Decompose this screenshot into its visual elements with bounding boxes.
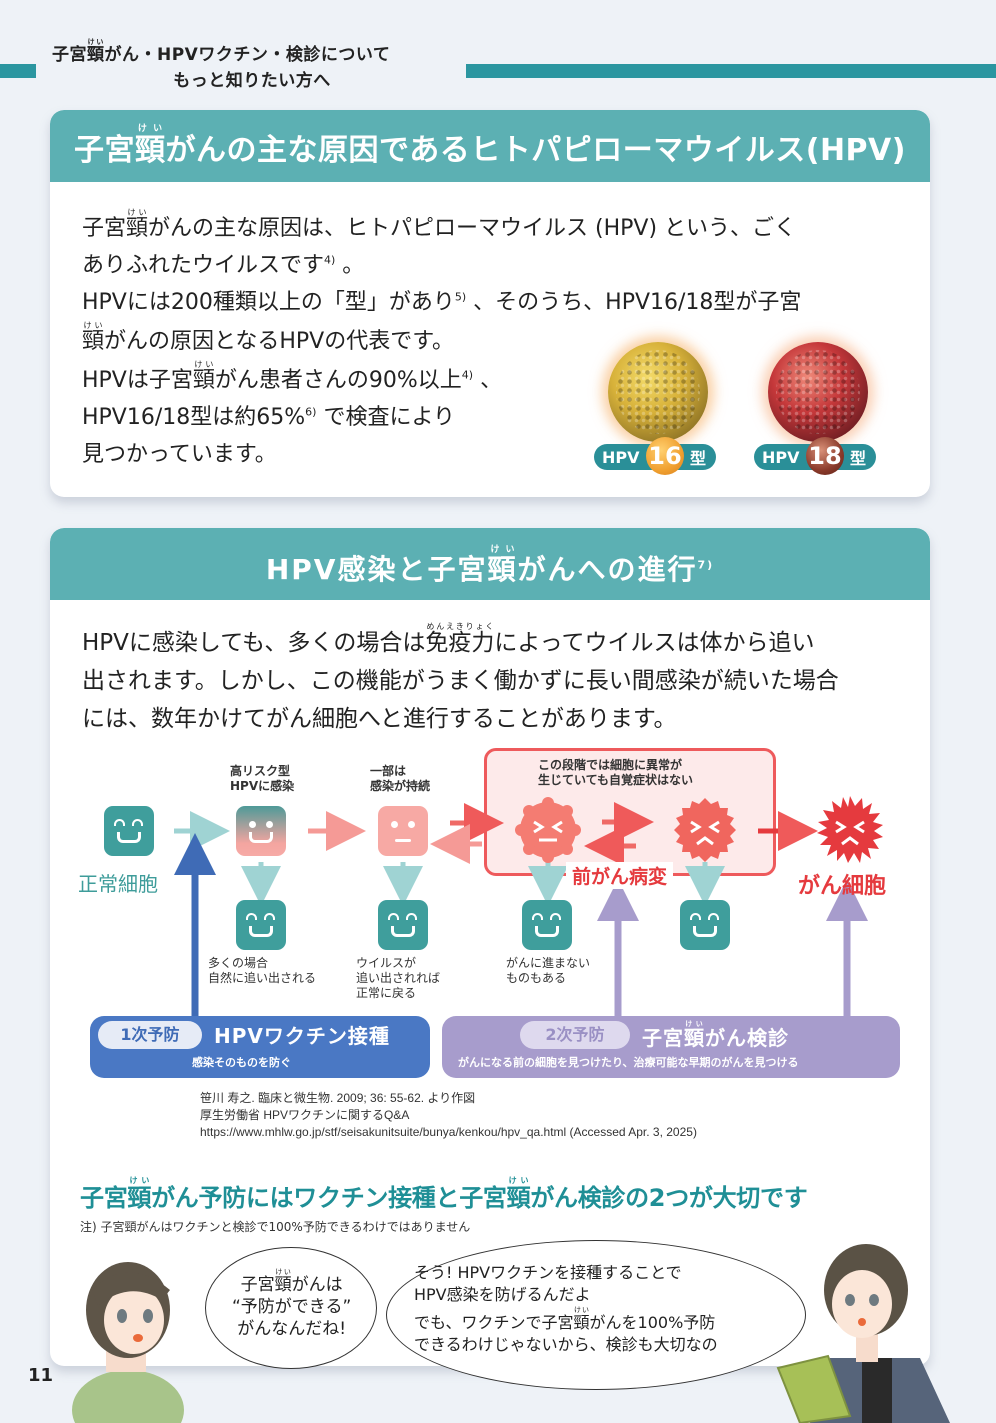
page-header-subtitle: もっと知りたい方へ xyxy=(173,71,331,91)
normal-cell-icon xyxy=(104,806,154,856)
recovered-cell-icon-1 xyxy=(236,900,286,950)
precancer-note: この段階では細胞に異常が 生じていても自覚症状はない xyxy=(538,758,694,787)
takeaway-heading: 子宮頸けいがん予防にはワクチン接種と子宮頸けいがん検診の2つが大切です xyxy=(80,1176,808,1212)
header-accent-bar-right xyxy=(466,64,996,78)
outcome-1-label: 多くの場合 自然に追い出される xyxy=(208,956,317,985)
outcome-3-label: がんに進まない ものもある xyxy=(506,956,591,985)
girl-character-illustration xyxy=(72,1262,184,1423)
recovered-cell-icon-3 xyxy=(522,900,572,950)
hpv16-virus-image xyxy=(608,342,708,442)
secondary-prevention-box: 2次予防 子宮頸けいがん検診 がんになる前の細胞を見つけたり、治療可能な早期のが… xyxy=(442,1016,900,1078)
doctor-character-illustration xyxy=(776,1244,950,1423)
cancer-cell-icon xyxy=(817,796,883,863)
secondary-prevention-subtitle: がんになる前の細胞を見つけたり、治療可能な早期のがんを見つける xyxy=(458,1056,799,1069)
progression-arrows xyxy=(174,796,883,1016)
doctor-speech-bubble xyxy=(386,1240,806,1390)
step1-label: 高リスク型 HPVに感染 xyxy=(230,764,295,793)
hpv-progression-heading: HPV感染と子宮頸けいがんへの進行7) xyxy=(50,528,930,600)
outcome-2-label: ウイルスが 追い出されれば 正常に戻る xyxy=(356,956,441,1000)
hpv-cause-body: 子宮頸けいがんの主な原因は、ヒトパピローマウイルス (HPV) という、ごく あ… xyxy=(82,208,802,467)
page-header-title: 子宮頸けいがん・HPVワクチン・検診について もっと知りたい方へ xyxy=(52,38,391,91)
hpv18-badge: HPV 18 型 xyxy=(754,437,876,475)
secondary-prevention-pill: 2次予防 xyxy=(520,1021,630,1049)
hpv-cause-heading: 子宮頸けいがんの主な原因であるヒトパピローマウイルス(HPV) xyxy=(50,110,930,182)
secondary-prevention-title: 子宮頸けいがん検診 xyxy=(642,1020,789,1050)
infected-cell-icon xyxy=(236,806,286,856)
primary-prevention-box: 1次予防 HPVワクチン接種 感染そのものを防ぐ xyxy=(90,1016,430,1078)
hpv18-virus-image xyxy=(768,342,868,442)
primary-prevention-pill: 1次予防 xyxy=(98,1021,202,1049)
hpv-progression-card: HPV感染と子宮頸けいがんへの進行7) HPVに感染しても、多くの場合は免疫力め… xyxy=(50,528,930,1366)
primary-prevention-subtitle: 感染そのものを防ぐ xyxy=(192,1056,291,1069)
persistent-infection-cell-icon xyxy=(378,806,428,856)
header-accent-bar-left xyxy=(0,64,36,78)
precancer-cell-1-icon xyxy=(515,797,581,863)
takeaway-note: 注) 子宮頸がんはワクチンと検診で100%予防できるわけではありません xyxy=(80,1220,471,1234)
doctor-speech-text: そう! HPVワクチンを接種することで HPV感染を防げるんだよ でも、ワクチン… xyxy=(414,1263,718,1354)
precancer-cell-2-icon xyxy=(674,798,736,862)
hpv16-badge: HPV 16 型 xyxy=(594,437,716,475)
recovered-cell-icon-2 xyxy=(378,900,428,950)
girl-speech-bubble xyxy=(205,1247,377,1369)
cancer-cell-label: がん細胞 xyxy=(798,874,887,899)
recovered-cell-icon-4 xyxy=(680,900,730,950)
reference-url[interactable]: https://www.mhlw.go.jp/stf/seisakunitsui… xyxy=(200,1125,697,1139)
primary-prevention-title: HPVワクチン接種 xyxy=(214,1024,390,1048)
normal-cell-label: 正常細胞 xyxy=(78,872,158,896)
hpv-cause-card: 子宮頸けいがんの主な原因であるヒトパピローマウイルス(HPV) 子宮頸けいがんの… xyxy=(50,110,930,497)
references: 笹川 寿之. 臨床と微生物. 2009; 36: 55-62. より作図 厚生労… xyxy=(200,1091,697,1139)
hpv-progression-body: HPVに感染しても、多くの場合は免疫力めんえきりょくによってウイルスは体から追い… xyxy=(82,622,839,732)
step2-label: 一部は 感染が持続 xyxy=(370,764,431,793)
girl-speech-text: 子宮頸けいがんは “予防ができる” がんなんだね! xyxy=(232,1268,352,1339)
precancer-label: 前がん病変 xyxy=(566,862,674,889)
page-number: 11 xyxy=(28,1365,54,1386)
